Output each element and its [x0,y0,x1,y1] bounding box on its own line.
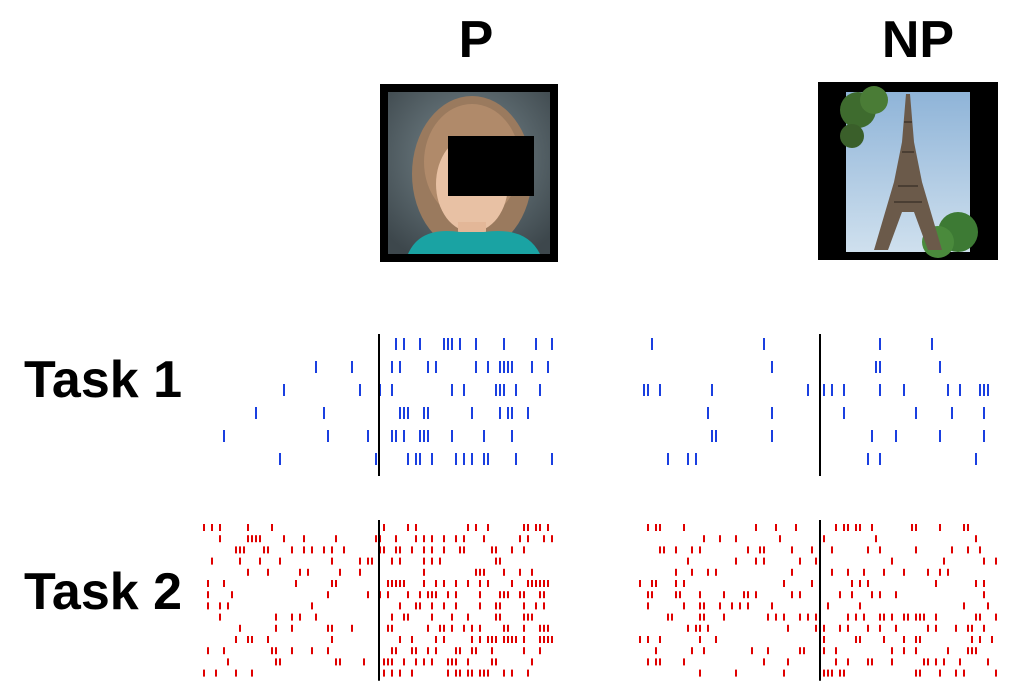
column-title-np: NP [881,11,955,69]
row-label-task-1: Task 1 [24,351,183,409]
stimulus-face-image [380,84,558,262]
face-photo [388,92,550,254]
row-label-task-2: Task 2 [24,563,183,621]
stimulus-eiffel-image [818,82,998,260]
eiffel-tower-photo [840,86,978,258]
column-title-p: P [458,11,494,69]
